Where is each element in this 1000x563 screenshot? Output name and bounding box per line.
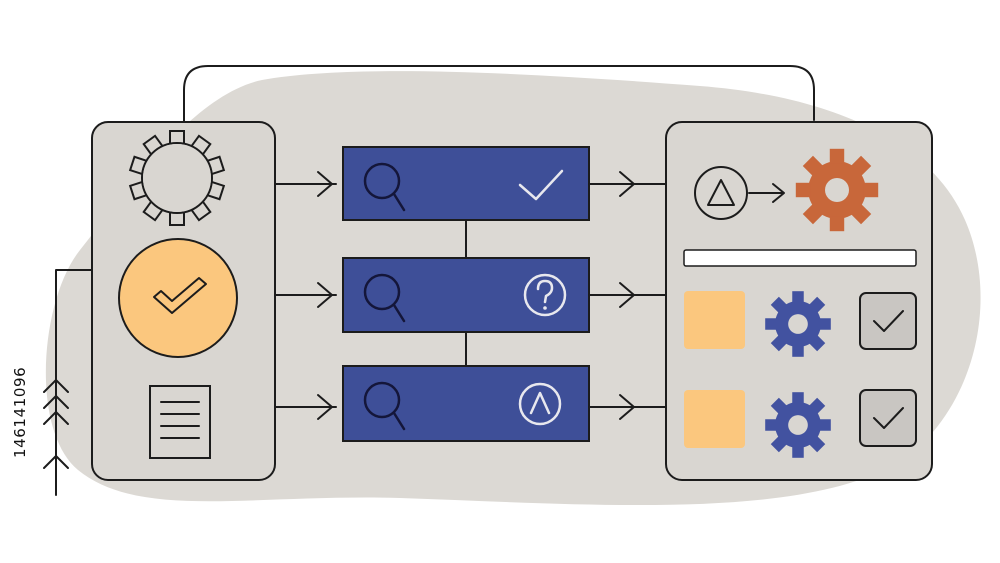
left-bracket-line: [55, 269, 93, 496]
orange-square-2: [684, 390, 745, 448]
checked-box-icon: [859, 292, 917, 350]
gear-orange-icon: [795, 148, 879, 232]
up-arrows-icon: [43, 379, 69, 469]
stock-id-label: 146141096: [11, 366, 29, 458]
output-arrow-3: [588, 394, 667, 420]
checkmark-icon: [518, 169, 564, 201]
gear-blue-icon: [765, 291, 831, 357]
input-arrow-1: [274, 171, 337, 197]
white-bar: [683, 249, 917, 267]
check-circle-icon: [118, 238, 238, 358]
caret-up-circle-icon: [518, 382, 562, 426]
top-connector-line: [183, 65, 815, 123]
triangle-circle-icon: [694, 166, 748, 220]
process-bar-2: [342, 257, 590, 333]
arrow-right-icon: [748, 183, 785, 203]
magnifier-icon: [363, 273, 406, 323]
gear-blue-icon: [765, 392, 831, 458]
output-arrow-1: [588, 171, 667, 197]
checked-box-icon: [859, 389, 917, 447]
input-arrow-3: [274, 394, 337, 420]
magnifier-icon: [363, 381, 406, 431]
input-arrow-2: [274, 282, 337, 308]
document-icon: [149, 385, 211, 459]
process-bar-1: [342, 146, 590, 221]
process-bar-3: [342, 365, 590, 442]
output-arrow-2: [588, 282, 667, 308]
orange-square-1: [684, 291, 745, 349]
question-circle-icon: [523, 273, 567, 317]
magnifier-icon: [363, 162, 406, 212]
